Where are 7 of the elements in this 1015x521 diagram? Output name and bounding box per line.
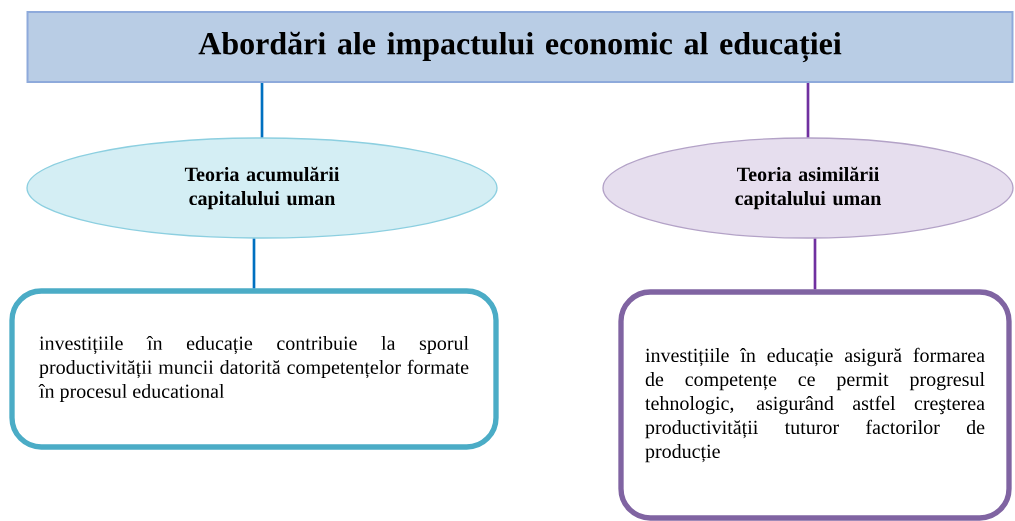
connector-line (252, 238, 256, 289)
connector-line (806, 83, 810, 138)
description-box: investițiile în educație asigură formarea de competențe ce permit progresul tehnologic, asigurând astfel creşterea productivității tuturor factorilor de producție (618, 289, 1012, 521)
connector-line (813, 238, 817, 290)
description-box: investițiile în educație contribuie la sporul productivității muncii datorită competențelor formate în procesul educational (9, 288, 499, 450)
connector-line (260, 83, 264, 138)
title-banner: Abordări ale impactului economic al educației (26, 11, 1014, 83)
